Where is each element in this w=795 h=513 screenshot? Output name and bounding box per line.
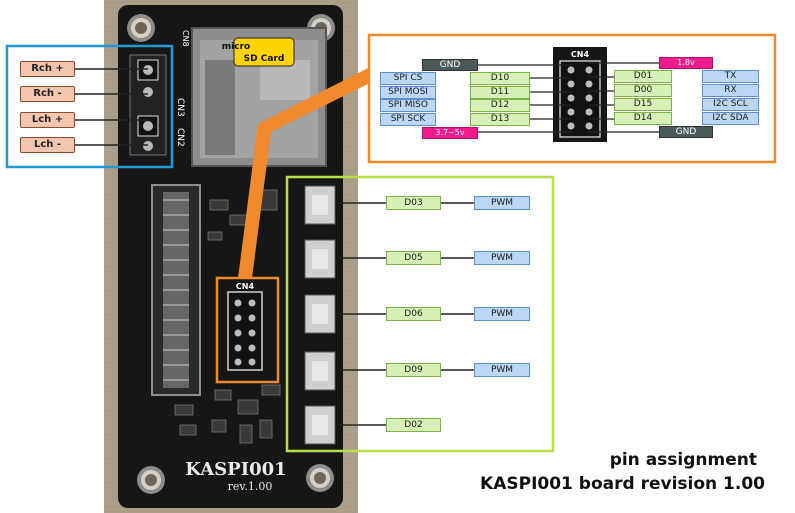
- silk-cn4: CN4: [236, 282, 255, 291]
- board-to-board-connector: [151, 184, 201, 396]
- sd-label-line1: micro: [222, 42, 250, 52]
- cn4-right-func-1: RX: [702, 84, 759, 97]
- cn4-right-func-3: I2C SDA: [702, 112, 759, 125]
- cn4-left-func-1: SPI MOSI: [380, 86, 436, 99]
- button-pin-4: D02: [386, 418, 441, 432]
- button-pin-3: D09: [386, 363, 441, 377]
- caption: pin assignment KASPI001 board revision 1…: [480, 448, 765, 496]
- audio-leader-lines: [75, 68, 148, 146]
- silk-board-name: KASPI001: [185, 459, 286, 480]
- cn4-gnd-right: GND: [659, 126, 713, 138]
- cn4-right-pin-1: D00: [614, 84, 672, 97]
- cn4-right-func-2: I2C SCL: [702, 98, 759, 111]
- silk-cn8: CN8: [181, 30, 190, 47]
- button-pin-2: D06: [386, 307, 441, 321]
- caption-line2: KASPI001 board revision 1.00: [480, 474, 765, 494]
- cn4-left-func-3: SPI SCK: [380, 113, 436, 126]
- button-func-0: PWM: [474, 196, 530, 210]
- cn4-right-pin-0: D01: [614, 70, 672, 83]
- button-pin-0: D03: [386, 196, 441, 210]
- cn4-left-func-2: SPI MISO: [380, 99, 436, 112]
- audio-header: [129, 54, 167, 156]
- button-func-1: PWM: [474, 251, 530, 265]
- cn4-right-pin-3: D14: [614, 112, 672, 125]
- audio-pin-lch-minus: Lch -: [20, 137, 75, 153]
- cn4-right-func-0: TX: [702, 70, 759, 83]
- cn4-pointer: [238, 62, 388, 278]
- cn4-diagram-title: CN4: [571, 50, 590, 59]
- button-pin-1: D05: [386, 251, 441, 265]
- caption-line1: pin assignment: [609, 450, 757, 470]
- button-func-3: PWM: [474, 363, 530, 377]
- silk-cn2: CN2: [175, 128, 185, 147]
- audio-pin-rch-minus: Rch -: [20, 86, 75, 102]
- cn4-right-pin-2: D15: [614, 98, 672, 111]
- button-func-2: PWM: [474, 307, 530, 321]
- cn4-left-func-0: SPI CS: [380, 72, 436, 85]
- cn4-board-callout-box: [215, 276, 280, 384]
- cn4-left-pin-1: D11: [470, 86, 530, 99]
- sd-label-line2: SD Card: [244, 54, 285, 64]
- push-buttons: [304, 185, 336, 445]
- cn4-left-pin-2: D12: [470, 99, 530, 112]
- buttons-callout-box: [285, 175, 555, 453]
- cn4-board-header: [227, 291, 263, 371]
- silk-board-rev: rev.1.00: [228, 480, 273, 493]
- cn4-header-diagram: [478, 47, 659, 142]
- audio-pin-lch-plus: Lch +: [20, 112, 75, 128]
- audio-pin-rch-plus: Rch +: [20, 61, 75, 77]
- silk-cn3: CN3: [175, 98, 185, 117]
- cn4-left-pin-3: D13: [470, 113, 530, 126]
- cn4-volt-1v8: 1.8v: [659, 57, 713, 69]
- cn4-gnd-left: GND: [422, 59, 478, 71]
- audio-callout-box: [5, 44, 174, 169]
- cn4-left-pin-0: D10: [470, 72, 530, 85]
- cn4-volt-3v7-5v: 3.7~5v: [422, 127, 478, 139]
- button-leader-lines: [338, 202, 474, 426]
